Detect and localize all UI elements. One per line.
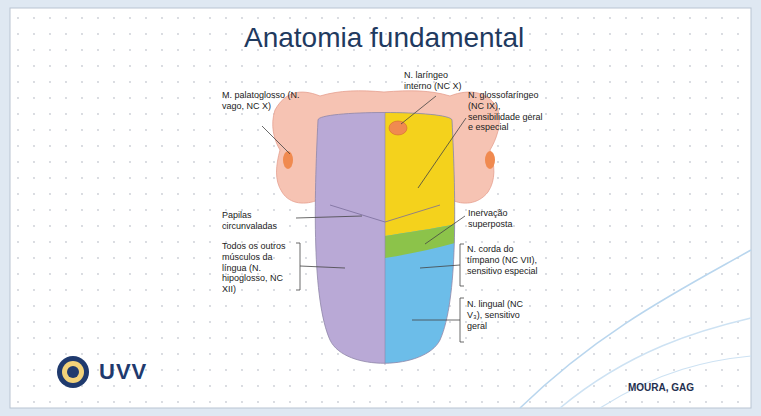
nerve-label: N. glossofaríngeo (NC IX), sensibilidade… [468,90,550,133]
slide-frame [10,8,751,408]
bracket [460,298,464,342]
leader-line [296,216,362,218]
leader-line [418,118,466,188]
leader-line [401,96,436,124]
leader-line [425,216,465,244]
leader-line [300,266,345,268]
overlap-area [385,222,465,258]
deco-curve [560,318,751,408]
structure-label: Papilas circunvaladas [222,210,294,232]
nerve-label: N. lingual (NC V₃), sensitivo geral [467,299,537,331]
logo-seal-core [67,366,79,378]
leader-line [420,265,460,268]
nerve-label: N. corda do tímpano (NC VII), sensitivo … [467,244,547,276]
tongue-left-half [300,100,385,380]
nerve-label: N. laríngeo interno (NC X) [404,70,474,92]
median-line [385,112,386,365]
logo-text: UVV [99,359,147,385]
leader-line [412,320,460,321]
muscle-label: Todos os outros músculos da língua (N. h… [222,241,294,295]
glossopharyngeal-area [385,100,465,236]
logo-seal-inner [62,361,84,383]
bracket [460,244,464,286]
author-credit: MOURA, GAG [628,382,694,393]
deco-curve [600,356,751,408]
slide-title: Anatomia fundamental [244,22,524,54]
bracket [296,243,300,290]
deco-curve [520,250,751,408]
logo-seal [57,356,89,388]
papillae-row [330,205,440,222]
tonsil [485,151,495,169]
dot-grid [10,8,751,408]
tonsil [283,151,293,169]
muscle-label: M. palatoglosso (N. vago, NC X) [222,90,300,112]
region-label: Inervação superposta [468,208,540,230]
epiglottis [389,121,407,135]
leader-line [262,126,290,154]
